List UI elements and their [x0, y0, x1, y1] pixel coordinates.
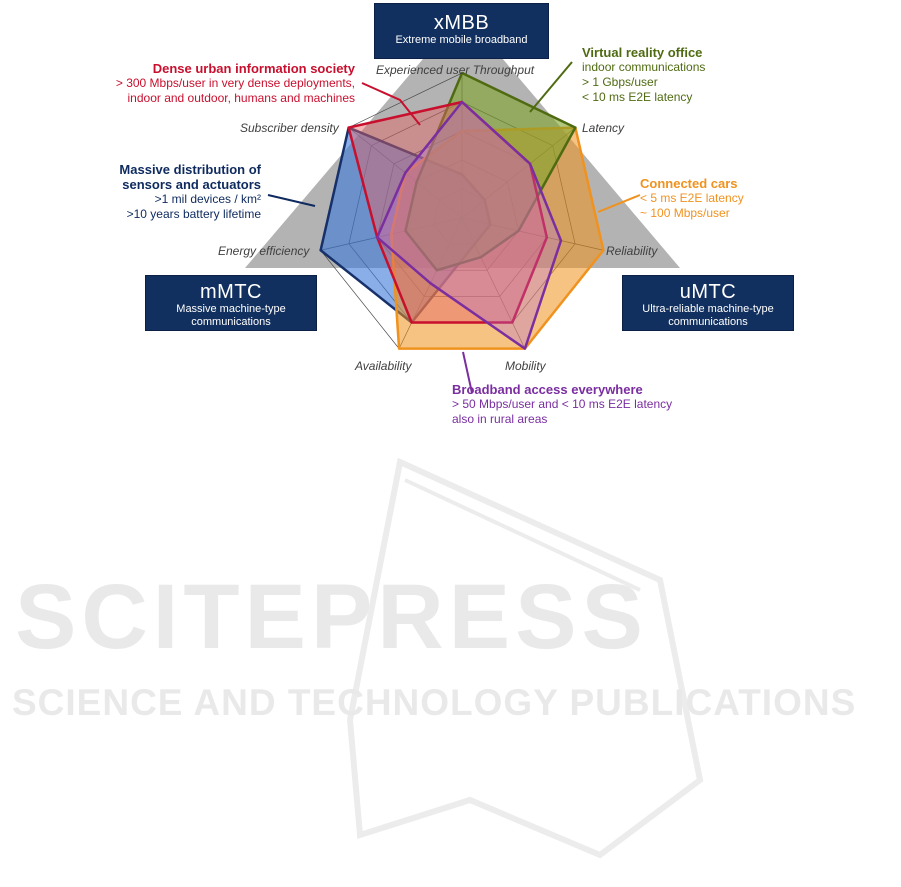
callout-dense-urban-line2: indoor and outdoor, humans and machines — [127, 91, 356, 105]
callout-vr-office: Virtual reality office indoor communicat… — [582, 45, 705, 105]
series-polygon-broadband — [375, 100, 563, 350]
callout-vr-office-line3: < 10 ms E2E latency — [582, 90, 693, 104]
callout-broadband-title: Broadband access everywhere — [452, 382, 643, 397]
leader-line-dense_urban — [361, 82, 421, 126]
umtc-subtitle-line2: communications — [668, 316, 748, 328]
callout-massive-title1: Massive distribution of — [119, 162, 261, 177]
watermark-tagline: SCIENCE AND TECHNOLOGY PUBLICATIONS — [12, 682, 857, 723]
callout-vr-office-line1: indoor communications — [582, 60, 706, 74]
mmtc-subtitle-line1: Massive machine-type — [176, 303, 286, 315]
callout-cars-line1: < 5 ms E2E latency — [640, 191, 744, 205]
callout-vr-office-line2: > 1 Gbps/user — [582, 75, 658, 89]
umtc-subtitle-line1: Ultra-reliable machine-type — [642, 303, 774, 315]
watermark-word: SCITEPRESS — [15, 566, 648, 668]
callout-cars: Connected cars < 5 ms E2E latency ~ 100 … — [640, 176, 744, 221]
leader-line-massive — [267, 194, 316, 207]
axis-label-mobility: Mobility — [505, 359, 546, 373]
leader-line-vr_office — [529, 61, 573, 113]
callout-dense-urban-title: Dense urban information society — [152, 61, 355, 76]
callout-massive-line1: >1 mil devices / km² — [154, 192, 261, 206]
callout-cars-title: Connected cars — [640, 176, 738, 191]
callout-cars-line2: ~ 100 Mbps/user — [640, 206, 730, 220]
callout-broadband-line2: also in rural areas — [452, 412, 548, 426]
callout-broadband: Broadband access everywhere > 50 Mbps/us… — [452, 382, 672, 427]
series-polygon-dense_urban — [347, 100, 549, 324]
callout-massive-line2: >10 years battery lifetime — [126, 207, 261, 221]
leader-line-cars — [597, 194, 641, 213]
umtc-title: uMTC — [679, 281, 737, 303]
callout-dense-urban-line1: > 300 Mbps/user in very dense deployment… — [115, 76, 355, 90]
axis-label-availability: Availability — [355, 359, 412, 373]
umtc-box: uMTC Ultra-reliable machine-type communi… — [622, 275, 794, 331]
mmtc-box: mMTC Massive machine-type communications — [145, 275, 317, 331]
xmbb-title: xMBB — [433, 12, 490, 34]
axis-label-latency: Latency — [582, 121, 625, 135]
axis-label-energy: Energy efficiency — [218, 244, 310, 258]
callout-massive-title2: sensors and actuators — [122, 177, 261, 192]
axis-label-density: Subscriber density — [240, 121, 339, 135]
series-polygon-vr_office — [404, 71, 577, 272]
mmtc-title: mMTC — [200, 281, 262, 303]
xmbb-box: xMBB Extreme mobile broadband — [374, 3, 549, 59]
mmtc-subtitle-line2: communications — [191, 316, 271, 328]
callout-dense-urban: Dense urban information society > 300 Mb… — [116, 61, 355, 106]
axis-label-reliability: Reliability — [606, 244, 658, 258]
axis-label-throughput: Experienced user Throughput — [376, 63, 535, 77]
callout-broadband-line1: > 50 Mbps/user and < 10 ms E2E latency — [452, 397, 673, 411]
callout-massive: Massive distribution of sensors and actu… — [119, 162, 261, 222]
leader-line-broadband — [462, 351, 473, 394]
xmbb-subtitle: Extreme mobile broadband — [395, 34, 528, 46]
callout-vr-office-title: Virtual reality office — [582, 45, 703, 60]
